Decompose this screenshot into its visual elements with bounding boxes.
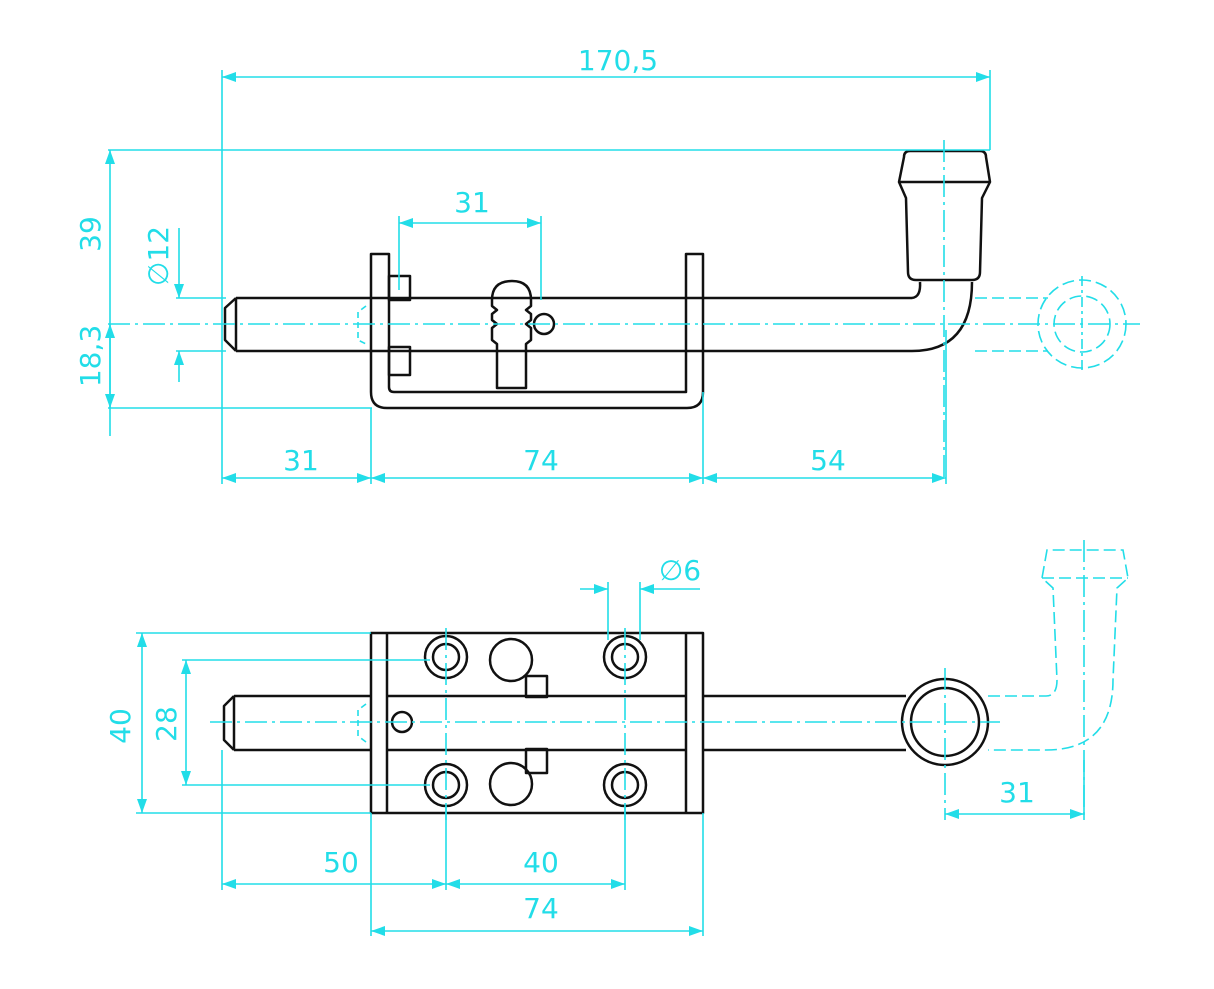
dim-label-outer-height: 40 [104,708,137,744]
top-view-dimensions [105,70,991,484]
top-view-hidden-lines [108,140,1140,482]
dim-label-right: 54 [810,444,846,477]
base-plate [369,631,705,815]
bottom-view-hidden-lines [210,540,1129,820]
dim-label-height: 39 [74,216,107,252]
dim-label-left: 31 [283,444,319,477]
bottom-view-dimension-labels: ∅6 40 28 50 40 74 31 [104,554,1035,925]
dim-label-base-length: 74 [523,892,559,925]
top-view-part [223,149,992,410]
pin-end-hidden [357,305,367,345]
handle-grip [897,149,992,282]
tab-top [524,674,549,699]
dim-label-total-length: 170,5 [578,44,658,77]
dim-label-left-bottom: 50 [323,846,359,879]
hidden-handle [988,549,1129,751]
top-view-dimension-labels: 170,5 39 18,3 ∅12 31 31 74 54 [74,44,846,477]
dim-label-bracket: 74 [523,444,559,477]
pin-bend [911,281,974,353]
dim-label-hole-spacing-h: 40 [523,846,559,879]
tab-bottom [524,747,549,775]
hidden-handle-ring-inner [1053,295,1111,353]
bracket-tab-lower [387,345,412,377]
dim-label-knob-spacing: 31 [454,186,490,219]
spring-circle-bottom [488,761,534,807]
dim-label-handle-offset: 31 [999,776,1035,809]
dim-label-axis-height: 18,3 [74,325,107,387]
dim-label-pin-diameter: ∅12 [142,226,175,286]
pin-end-hidden-bottom [357,703,367,743]
pin-tip-bottom [222,695,235,751]
knob [490,279,533,390]
dim-label-hole-spacing-v: 28 [150,706,183,742]
spring-circle-top [488,637,534,683]
dim-label-hole-diameter: ∅6 [659,554,701,587]
bracket-left-arm [369,252,705,410]
bottom-view-dimensions [136,582,1085,936]
